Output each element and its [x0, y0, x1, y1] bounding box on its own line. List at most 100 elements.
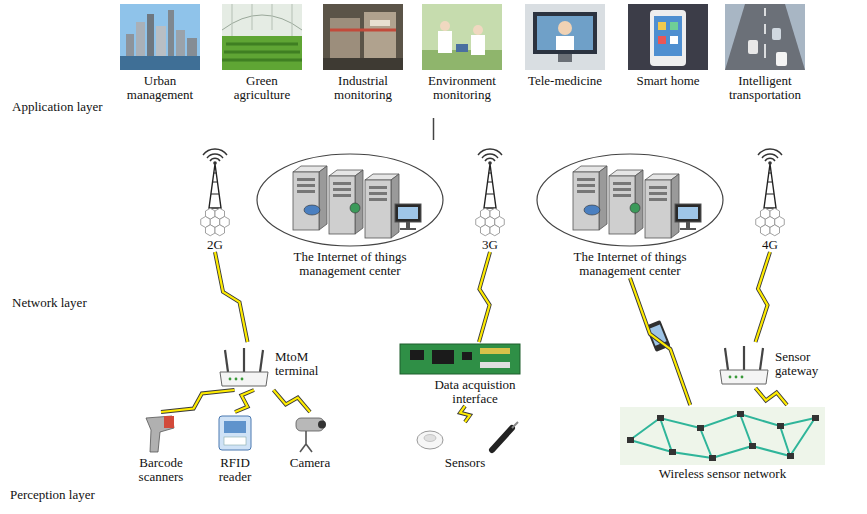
- band-outline: [0, 140, 867, 322]
- tower-icon: [201, 149, 230, 236]
- wireless-link: [235, 390, 254, 412]
- wireless-sensor-network-picture: [620, 407, 825, 465]
- acquisition-interface: Data acquistion interface: [395, 342, 535, 406]
- server-cluster: [537, 154, 723, 246]
- application-item: Urban management: [117, 4, 203, 102]
- node-label: Environment monitoring: [419, 74, 505, 102]
- bolt-outline: [274, 390, 311, 412]
- camera-icon: [296, 418, 326, 452]
- application-item: Intelligent transportation: [722, 4, 808, 102]
- layer-band: Network layer 2G The Internet of things ma…: [0, 140, 867, 322]
- node-label: Urban management: [117, 74, 203, 102]
- perception-device: RFID reader: [204, 412, 266, 484]
- link-line: [433, 118, 435, 140]
- bolt-outline: [215, 252, 248, 342]
- node-label: Intelligent transportation: [722, 74, 808, 102]
- node-label: 2G: [190, 238, 240, 252]
- node-label: RFID reader: [204, 456, 266, 484]
- wireless-link: [161, 390, 235, 412]
- connector-line: [433, 118, 434, 140]
- application-item: Smart home: [625, 4, 711, 88]
- gateway-device: Sensor gateway: [715, 342, 850, 388]
- bolt-outline: [161, 390, 235, 412]
- base-station: 3G: [465, 146, 515, 252]
- bolt-fill: [235, 390, 254, 412]
- bolt-outline: [756, 388, 788, 405]
- bolt-fill: [630, 278, 690, 405]
- perception-device: Barcode scanners: [125, 412, 197, 484]
- smart-home-picture: [628, 4, 708, 70]
- bolt-fill: [756, 252, 771, 342]
- wireless-link: [274, 390, 311, 412]
- layer-band: Perception layer MtoM terminalBarcode sca…: [0, 338, 867, 514]
- application-item: Industrial monitoring: [320, 4, 406, 102]
- bolt-fill: [479, 252, 490, 342]
- layer-label: Network layer: [12, 296, 867, 310]
- wireless-link: [460, 406, 470, 422]
- management-center: The Internet of things management center: [250, 150, 450, 278]
- sensor-group: Sensors: [395, 422, 535, 470]
- node-label: The Internet of things management center: [560, 250, 700, 278]
- node-label: 4G: [745, 238, 795, 252]
- industrial-picture: [323, 4, 403, 70]
- bolt-outline: [630, 278, 690, 405]
- wireless-link: [756, 252, 771, 342]
- node-label: Smart home: [625, 74, 711, 88]
- bolt-outline: [235, 390, 254, 412]
- bolt-fill: [161, 390, 235, 412]
- node-label: 3G: [465, 238, 515, 252]
- node-label: MtoM terminal: [275, 350, 345, 378]
- acquisition-board-icon: [400, 344, 520, 374]
- sensor-icons: [417, 422, 518, 450]
- layer-label: Perception layer: [10, 488, 867, 502]
- telemedicine-picture: [525, 4, 605, 70]
- application-item: Tele-medicine: [522, 4, 608, 88]
- environment-picture: [422, 4, 502, 70]
- wireless-link: [215, 252, 248, 342]
- barcode-scanner-icon: [146, 416, 174, 452]
- tower-icon: [756, 149, 785, 236]
- agriculture-picture: [222, 4, 302, 70]
- node-label: Barcode scanners: [125, 456, 197, 484]
- node-label: Sensors: [395, 456, 535, 470]
- bolt-fill: [756, 388, 788, 405]
- tower-icon: [476, 149, 505, 236]
- router-icon: [720, 346, 768, 384]
- router-icon: [220, 348, 268, 386]
- phone-icon: [645, 320, 670, 352]
- bolt-fill: [460, 406, 470, 422]
- bolt-outline: [479, 252, 490, 342]
- server-cluster: [257, 154, 443, 246]
- node-label: Sensor gateway: [775, 350, 850, 378]
- node-label: Wireless sensor network: [615, 467, 830, 481]
- urban-picture: [120, 4, 200, 70]
- application-item: Green agriculture: [219, 4, 305, 102]
- node-label: Data acquistion interface: [415, 378, 535, 406]
- layer-label: Application layer: [12, 100, 867, 114]
- band-shape: [1, 339, 867, 514]
- rfid-reader-icon: [219, 416, 251, 450]
- sensor-network: Wireless sensor network: [615, 405, 830, 481]
- bolt-outline: [460, 406, 470, 422]
- layer-band: Application layerUrban management Green a…: [0, 0, 867, 118]
- base-station: 2G: [190, 146, 240, 252]
- application-item: Environment monitoring: [419, 4, 505, 102]
- management-center: The Internet of things management center: [530, 150, 730, 278]
- band-shape: [1, 1, 867, 118]
- node-label: Tele-medicine: [522, 74, 608, 88]
- bolt-outline: [756, 252, 771, 342]
- band-outline: [0, 338, 867, 514]
- node-label: Green agriculture: [219, 74, 305, 102]
- base-station: 4G: [745, 146, 795, 252]
- band-shape: [1, 141, 867, 322]
- node-label: Camera: [278, 456, 342, 470]
- bolt-fill: [274, 390, 311, 412]
- wireless-link: [630, 278, 690, 405]
- bolt-fill: [215, 252, 248, 342]
- perception-device: Camera: [278, 412, 342, 470]
- wireless-link: [479, 252, 490, 342]
- node-label: Industrial monitoring: [320, 74, 406, 102]
- wireless-link: [756, 388, 788, 405]
- terminal-device: MtoM terminal: [215, 342, 345, 390]
